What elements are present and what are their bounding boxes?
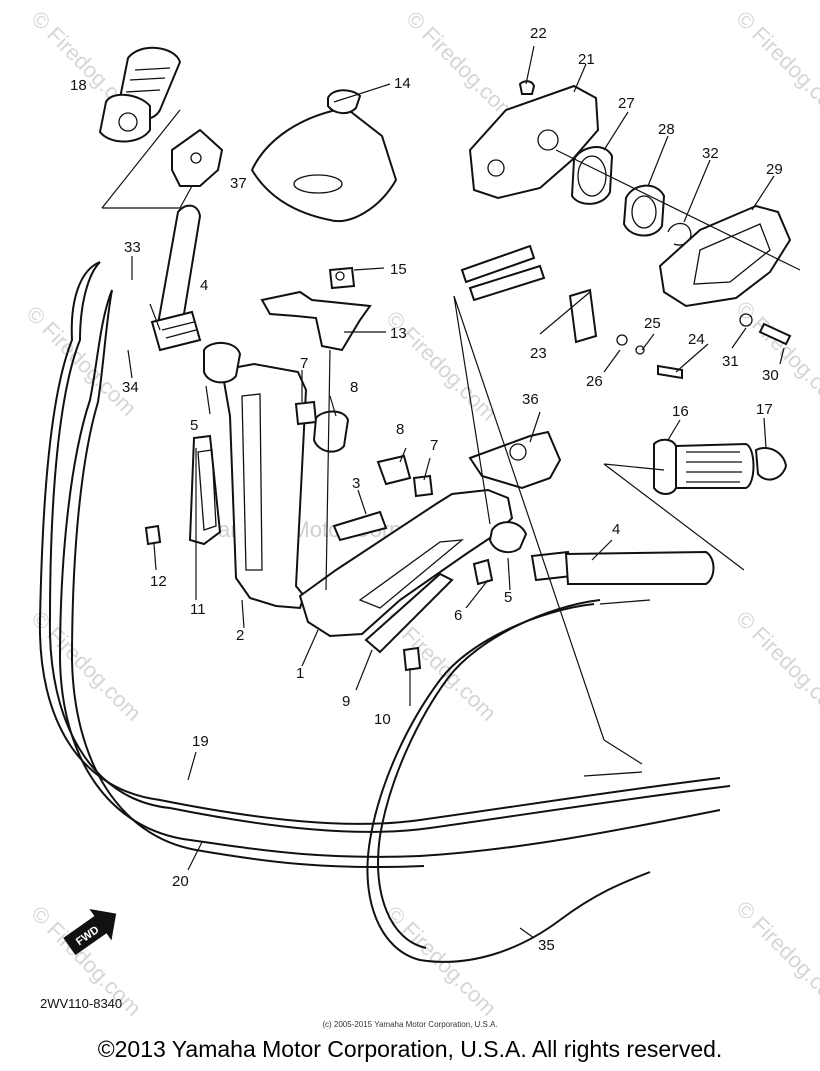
callout-8: 8 <box>350 379 358 396</box>
callout-28: 28 <box>658 121 675 138</box>
callout-26: 26 <box>586 373 603 390</box>
callout-30: 30 <box>762 367 779 384</box>
watermark-text: © Firedog.com <box>381 306 501 426</box>
cable-group <box>38 261 731 963</box>
callout-31: 31 <box>722 353 739 370</box>
callout-15: 15 <box>390 261 407 278</box>
bracket-part <box>260 266 372 352</box>
callout-16: 16 <box>672 403 689 420</box>
grip-part <box>653 438 788 495</box>
right-switch-part <box>468 430 562 490</box>
callout-37: 37 <box>230 175 247 192</box>
callout-22: 22 <box>530 25 547 42</box>
callout-1: 1 <box>296 665 304 682</box>
watermark-text: © Firedog.com <box>26 606 146 726</box>
callout-23: 23 <box>530 345 547 362</box>
throttle-grip-part <box>98 46 182 143</box>
callout-2: 2 <box>236 627 244 644</box>
callout-21: 21 <box>578 51 595 68</box>
callout-10: 10 <box>374 711 391 728</box>
handlebar-right-part <box>488 521 715 585</box>
lever-bracket-part <box>468 80 792 308</box>
callout-14: 14 <box>394 75 411 92</box>
callout-34: 34 <box>122 379 139 396</box>
callout-12: 12 <box>150 573 167 590</box>
cable-path <box>366 603 651 963</box>
cable-path <box>70 289 425 869</box>
callout-11: 11 <box>190 601 206 618</box>
handlebar-holder-upper-part <box>203 342 308 610</box>
callout-35: 35 <box>538 937 555 954</box>
watermark-text: © Firedog.com <box>401 6 521 126</box>
callout-33: 33 <box>124 239 141 256</box>
callout-17: 17 <box>756 401 773 418</box>
callout-labels: 1 2 3 4 4 5 5 6 7 7 8 8 9 10 11 12 13 14… <box>70 25 783 954</box>
callout-18: 18 <box>70 77 87 94</box>
handlebar-left-part <box>150 204 202 352</box>
callout-5: 5 <box>504 589 512 606</box>
callout-24: 24 <box>688 331 705 348</box>
callout-13: 13 <box>390 325 407 342</box>
callout-8: 8 <box>396 421 404 438</box>
watermark-text: © Firedog.com <box>731 6 820 126</box>
callout-29: 29 <box>766 161 783 178</box>
callout-3: 3 <box>352 475 360 492</box>
callout-32: 32 <box>702 145 719 162</box>
cable-path <box>58 289 721 858</box>
callout-4: 4 <box>200 277 208 294</box>
switch-housing-part <box>171 89 398 223</box>
cable-path <box>48 261 731 833</box>
callout-25: 25 <box>644 315 661 332</box>
callout-7: 7 <box>430 437 438 454</box>
small-copyright: (c) 2005-2015 Yamaha Motor Corporation, … <box>322 1020 498 1029</box>
watermark-text: © Firedog.com <box>731 896 820 1016</box>
watermark-text: © Firedog.com <box>381 901 501 1021</box>
callout-4: 4 <box>612 521 620 538</box>
cable-path <box>377 599 601 949</box>
drawing-code: 2WV110-8340 <box>40 996 123 1011</box>
callout-36: 36 <box>522 391 539 408</box>
callout-7: 7 <box>300 355 308 372</box>
callout-6: 6 <box>454 607 462 624</box>
footer-copyright: ©2013 Yamaha Motor Corporation, U.S.A. A… <box>97 1036 723 1062</box>
callout-27: 27 <box>618 95 635 112</box>
collar-part <box>294 400 434 498</box>
callout-19: 19 <box>192 733 209 750</box>
leader-lines <box>101 45 801 939</box>
plate-part <box>144 434 222 546</box>
callout-20: 20 <box>172 873 189 890</box>
callout-9: 9 <box>342 693 350 710</box>
callout-5: 5 <box>190 417 198 434</box>
watermark-text: © Firedog.com <box>731 606 820 726</box>
fwd-arrow-icon: FWD <box>63 908 117 956</box>
